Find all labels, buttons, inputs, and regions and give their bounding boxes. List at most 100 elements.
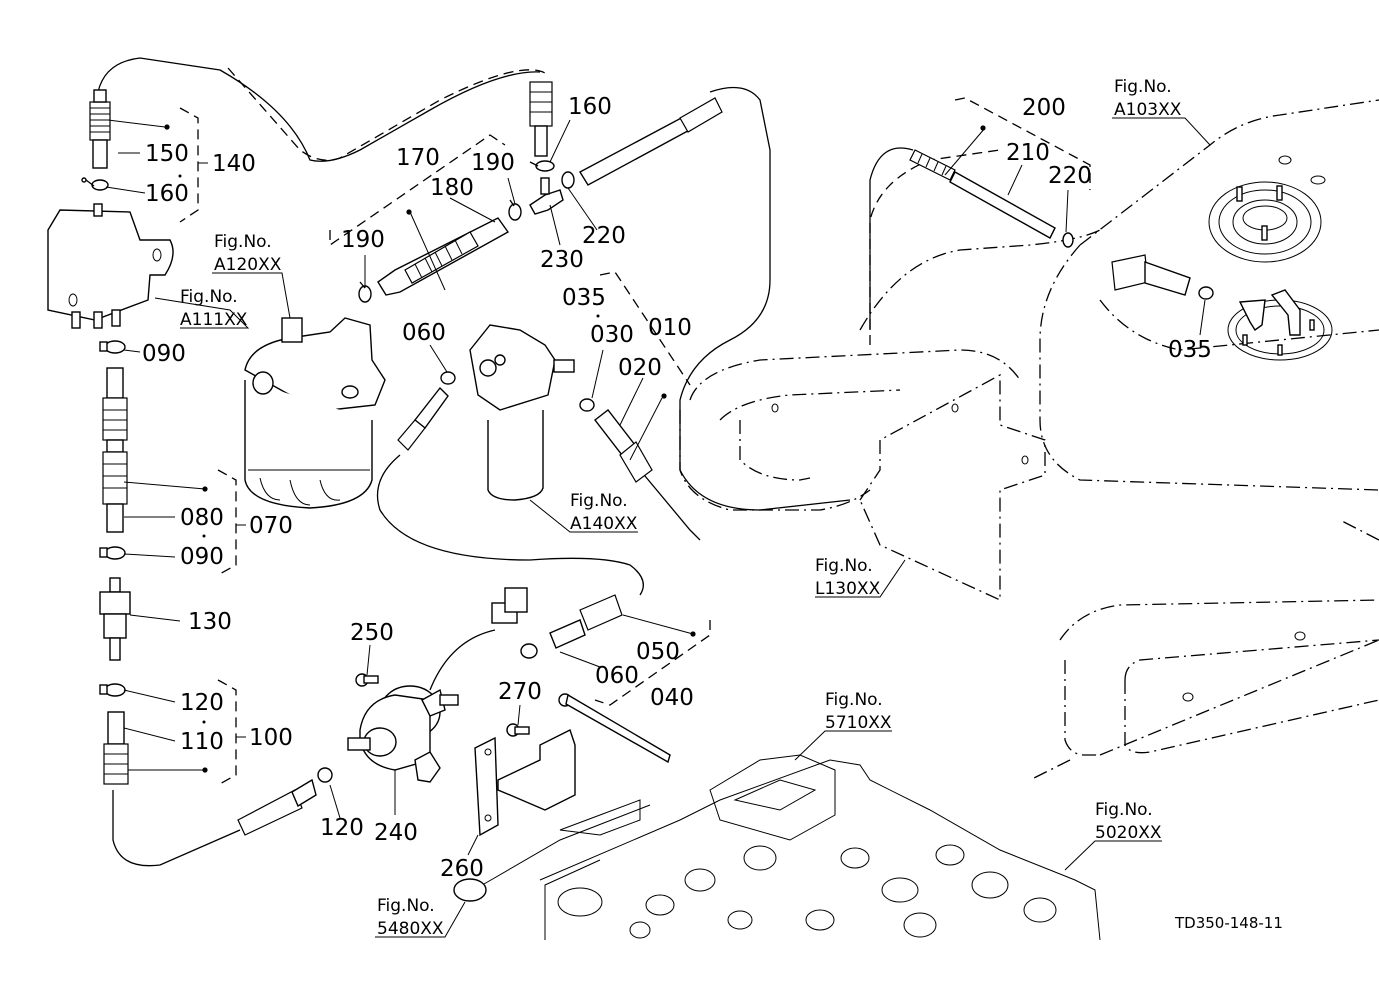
svg-text:Fig.No.: Fig.No. [214,232,272,252]
bolt-270 [506,723,530,737]
clamp-035-tank [1198,286,1214,300]
hose-050 [549,594,623,649]
hose-150 [89,89,111,169]
svg-text:Fig.No.: Fig.No. [377,896,435,916]
label-210: 210 [1006,140,1050,166]
hose-180 [377,217,510,296]
svg-text:Fig.No.: Fig.No. [1095,800,1153,820]
svg-text:A120XX: A120XX [214,255,282,275]
t-joint-230 [529,177,564,215]
label-170: 170 [396,145,440,171]
fuel-tank-outline [679,99,1379,781]
label-060-bottom: 060 [595,663,639,689]
clamp-090-top [99,340,126,354]
svg-text:5480XX: 5480XX [377,919,444,939]
label-200: 200 [1022,95,1066,121]
hose-080 [102,367,128,533]
svg-text:A103XX: A103XX [1114,100,1182,120]
label-080: 080 [180,505,224,531]
fig-ref-5710xx[interactable]: Fig.No. 5710XX [825,690,892,733]
fuel-tank-small-a111 [47,203,174,329]
bracket-plate-outline [771,149,1046,602]
fuel-filter-130 [99,577,131,661]
svg-text:Fig.No.: Fig.No. [570,491,628,511]
label-120-left: 120 [180,690,224,716]
label-190-left: 190 [341,227,385,253]
label-090-top: 090 [142,341,186,367]
label-240: 240 [374,820,418,846]
hose-110 [103,711,129,785]
hose-035-tank [1111,254,1191,296]
label-020: 020 [618,355,662,381]
label-060-top: 060 [402,320,446,346]
fuel-filter-a140 [469,324,575,501]
label-040: 040 [650,685,694,711]
drawing-code: TD350-148-11 [1174,914,1283,932]
fuel-gauge-sender-flange [1208,155,1326,263]
clip-160-right [529,160,555,172]
svg-text:Fig.No.: Fig.No. [180,287,238,307]
clamp-120-pump [317,767,333,783]
svg-text:A140XX: A140XX [570,514,638,534]
label-035-left: 035 [562,285,606,311]
fig-ref-5020xx[interactable]: Fig.No. 5020XX [1095,800,1162,843]
fig-ref-a103xx[interactable]: Fig.No. A103XX [1114,77,1182,120]
label-190-right: 190 [471,150,515,176]
figure-references: Fig.No. A103XX Fig.No. A120XX Fig.No. A1… [180,77,1182,939]
label-140: 140 [212,151,256,177]
label-100: 100 [249,725,293,751]
label-260: 260 [440,856,484,882]
label-070: 070 [249,513,293,539]
label-050: 050 [636,639,680,665]
engine-cylinder-head [453,754,1101,941]
part-labels: 150 140 160 090 080 070 090 130 120 110 … [142,94,1212,882]
label-130: 130 [188,609,232,635]
fig-ref-a111xx[interactable]: Fig.No. A111XX [180,287,248,330]
label-150: 150 [145,141,189,167]
label-230: 230 [540,247,584,273]
hose-210 [909,149,1056,239]
bracket-260 [474,729,576,837]
svg-text:Fig.No.: Fig.No. [815,556,873,576]
hose-160-vertical [529,81,553,157]
svg-text:5710XX: 5710XX [825,713,892,733]
label-270: 270 [498,679,542,705]
fig-ref-5480xx[interactable]: Fig.No. 5480XX [377,896,444,939]
fuel-hose-lines [97,57,914,867]
label-220-right: 220 [1048,163,1092,189]
fig-ref-l130xx[interactable]: Fig.No. L130XX [815,556,881,599]
svg-text:5020XX: 5020XX [1095,823,1162,843]
leader-lines [105,117,1211,938]
bolt-250 [355,673,379,687]
hose-pump-inlet [237,778,317,836]
clamp-030 [579,398,595,412]
fig-ref-a140xx[interactable]: Fig.No. A140XX [570,491,638,534]
clip-220-right [1062,232,1074,248]
fig-ref-a120xx[interactable]: Fig.No. A120XX [214,232,282,275]
label-160: 160 [145,181,189,207]
clamp-060-pump [520,643,538,659]
svg-text:L130XX: L130XX [815,579,881,599]
label-120-pump: 120 [320,815,364,841]
label-250: 250 [350,620,394,646]
fuel-return-port-flange [1227,289,1333,361]
fuel-pump-240 [347,587,528,783]
leader-dots [164,124,986,773]
hose-060-left [397,386,449,451]
svg-text:A111XX: A111XX [180,310,248,330]
svg-text:Fig.No.: Fig.No. [1114,77,1172,97]
long-bolt [558,693,671,764]
clamp-090-bottom [99,546,126,560]
svg-text:Fig.No.: Fig.No. [825,690,883,710]
label-010: 010 [648,315,692,341]
clamp-120-left [99,683,126,697]
clamp-060-filter [440,371,456,385]
label-030: 030 [590,322,634,348]
hose-020 [594,409,653,483]
clip-220-left [561,171,575,189]
clip-160 [81,177,109,191]
label-090-bottom: 090 [180,544,224,570]
label-220-left: 220 [582,223,626,249]
label-035-right: 035 [1168,337,1212,363]
